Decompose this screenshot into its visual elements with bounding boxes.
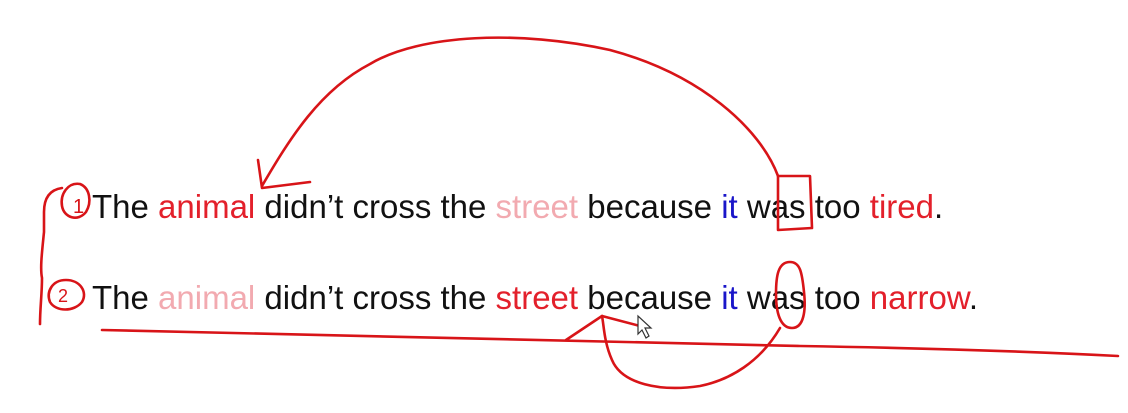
- coreference-arrow-2: [600, 314, 782, 390]
- number-label-1: 1: [73, 196, 84, 218]
- word: was too: [737, 279, 870, 316]
- word: was too: [737, 188, 870, 225]
- word: because: [578, 188, 722, 225]
- underline-mark: [100, 328, 1120, 358]
- circle-1-mark: [60, 182, 91, 219]
- object-word: street: [495, 188, 579, 225]
- circle-2-mark: [47, 278, 86, 311]
- word: didn’t cross the: [255, 279, 496, 316]
- arrow-head-1: [256, 158, 312, 190]
- number-label-2: 2: [58, 286, 68, 306]
- word: .: [933, 188, 944, 225]
- left-bracket-mark: [38, 186, 64, 326]
- adjective-word: narrow: [869, 279, 969, 316]
- word: didn’t cross the: [255, 188, 496, 225]
- cursor-icon: [637, 314, 653, 339]
- subject-word: animal: [158, 279, 256, 316]
- adjective-word: tired: [869, 188, 934, 225]
- sentence-2: The animal didn’t cross the street becau…: [92, 278, 978, 318]
- arrow-head-2: [564, 314, 642, 342]
- pronoun-word: it: [721, 188, 738, 225]
- sentence-1: The animal didn’t cross the street becau…: [92, 187, 943, 227]
- word: because: [578, 279, 722, 316]
- coreference-arrow-1: [260, 36, 780, 188]
- word: .: [968, 279, 979, 316]
- pronoun-word: it: [721, 279, 738, 316]
- word: The: [92, 188, 159, 225]
- object-word: street: [495, 279, 579, 316]
- word: The: [92, 279, 159, 316]
- subject-word: animal: [158, 188, 256, 225]
